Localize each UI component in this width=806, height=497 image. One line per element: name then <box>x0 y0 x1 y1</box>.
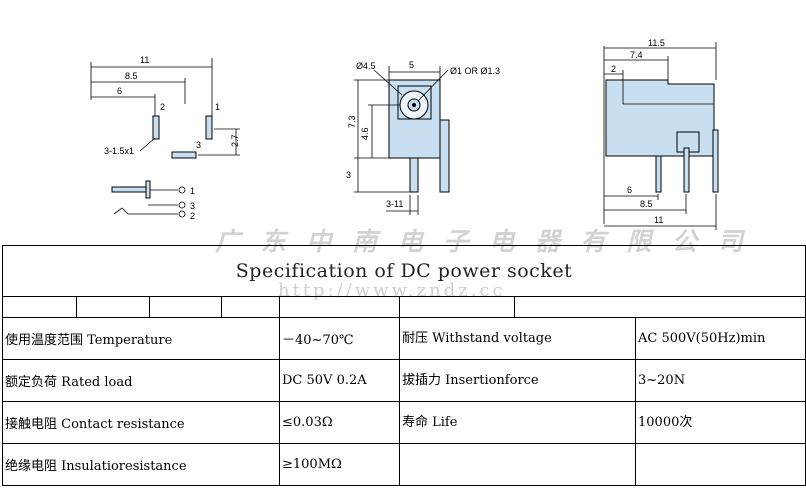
front-center-pin <box>409 157 419 193</box>
schematic-label-1: 1 <box>190 186 195 196</box>
schematic-terminal-3 <box>178 201 186 209</box>
footprint-pin-2: 2 <box>160 102 165 112</box>
spec-label: 绝缘电阻 Insulatioresistance <box>2 443 280 486</box>
table-row: 接触电阻 Contact resistance ≤0.03Ω 寿命 Life 1… <box>2 401 806 444</box>
spec-value <box>636 445 805 485</box>
side-pin-2 <box>683 147 690 193</box>
technical-drawings: 11 8.5 6 2 1 3 3-1.5x1 2.7 1 3 2 <box>90 38 719 230</box>
footprint-drawing: 11 8.5 6 2 1 3 3-1.5x1 2.7 1 3 2 <box>90 55 240 221</box>
front-dia-pin: Ø1 OR Ø1.3 <box>450 66 500 76</box>
spec-value: DC 50V 0.2A <box>279 359 400 402</box>
footprint-dim-11: 11 <box>140 55 149 65</box>
footprint-dim-8-5: 8.5 <box>125 71 138 81</box>
schematic-label-2: 2 <box>190 211 195 221</box>
table-row: 使用温度范围 Temperature －40~70℃ 耐压 Withstand … <box>2 317 806 360</box>
side-dim-7-4: 7.4 <box>630 50 643 60</box>
footprint-dim-2-7: 2.7 <box>230 134 240 147</box>
schematic-plug <box>111 186 147 193</box>
side-dim-11: 11 <box>654 215 663 225</box>
front-dim-4-6: 4.6 <box>360 127 370 140</box>
spec-value: 10000次 <box>638 415 693 430</box>
spec-label: 使用温度范围 Temperature <box>2 317 280 360</box>
footprint-slot-3 <box>171 151 197 159</box>
side-dim-11-5: 11.5 <box>648 38 665 48</box>
front-dim-3-11: 3-11 <box>386 199 403 209</box>
spec-pair <box>399 443 806 486</box>
footprint-pin-3: 3 <box>196 140 201 150</box>
schematic-terminal-2 <box>178 210 186 218</box>
side-pin-3 <box>712 129 719 193</box>
side-view-drawing: 11.5 7.4 2 6 8.5 11 <box>603 38 719 230</box>
footprint-slot-callout: 3-1.5x1 <box>104 146 134 156</box>
spec-value: －40~70℃ <box>279 317 400 360</box>
footprint-slot-1 <box>205 115 213 140</box>
side-dim-8-5: 8.5 <box>640 199 653 209</box>
table-title: Specification of DC power socket <box>2 245 806 297</box>
schematic-terminal-1 <box>178 186 186 194</box>
footprint-dim-6: 6 <box>117 86 122 96</box>
spec-pair: 耐压 Withstand voltage AC 500V(50Hz)min <box>399 317 806 360</box>
specification-table: Specification of DC power socket 使用温度范围 … <box>2 245 806 486</box>
side-dim-2: 2 <box>611 64 616 74</box>
front-side-pin <box>439 119 450 193</box>
footprint-slot-2 <box>152 115 160 140</box>
spec-label: 接触电阻 Contact resistance <box>2 401 280 444</box>
front-dim-3: 3 <box>346 170 351 180</box>
spacer-row <box>2 296 806 318</box>
spec-label <box>401 444 636 485</box>
spec-label: 耐压 Withstand voltage <box>401 318 636 359</box>
front-dim-7-3: 7.3 <box>347 115 357 128</box>
spec-value: ≤0.03Ω <box>279 401 400 444</box>
side-dim-6: 6 <box>627 185 632 195</box>
spec-pair: 寿命 Life 10000次 <box>399 401 806 444</box>
spec-pair: 拔插力 Insertionforce 3~20N <box>399 359 806 402</box>
spec-label: 拔插力 Insertionforce <box>401 360 636 401</box>
spec-value: AC 500V(50Hz)min <box>638 331 766 346</box>
footprint-pin-1: 1 <box>215 102 220 112</box>
front-view-drawing: 5 Ø4.5 Ø1 OR Ø1.3 7.3 4.6 3 3-11 <box>346 60 500 215</box>
table-row: 绝缘电阻 Insulatioresistance ≥100MΩ <box>2 443 806 486</box>
front-dia-4-5: Ø4.5 <box>356 61 376 71</box>
spec-label: 寿命 Life <box>401 402 636 443</box>
table-row: 额定负荷 Rated load DC 50V 0.2A 拔插力 Insertio… <box>2 359 806 402</box>
front-dim-5: 5 <box>409 60 414 70</box>
spec-value: ≥100MΩ <box>279 443 400 486</box>
schematic-label-3: 3 <box>190 201 195 211</box>
spec-label: 额定负荷 Rated load <box>2 359 280 402</box>
spec-value: 3~20N <box>638 373 686 388</box>
side-pin-1 <box>655 155 662 193</box>
